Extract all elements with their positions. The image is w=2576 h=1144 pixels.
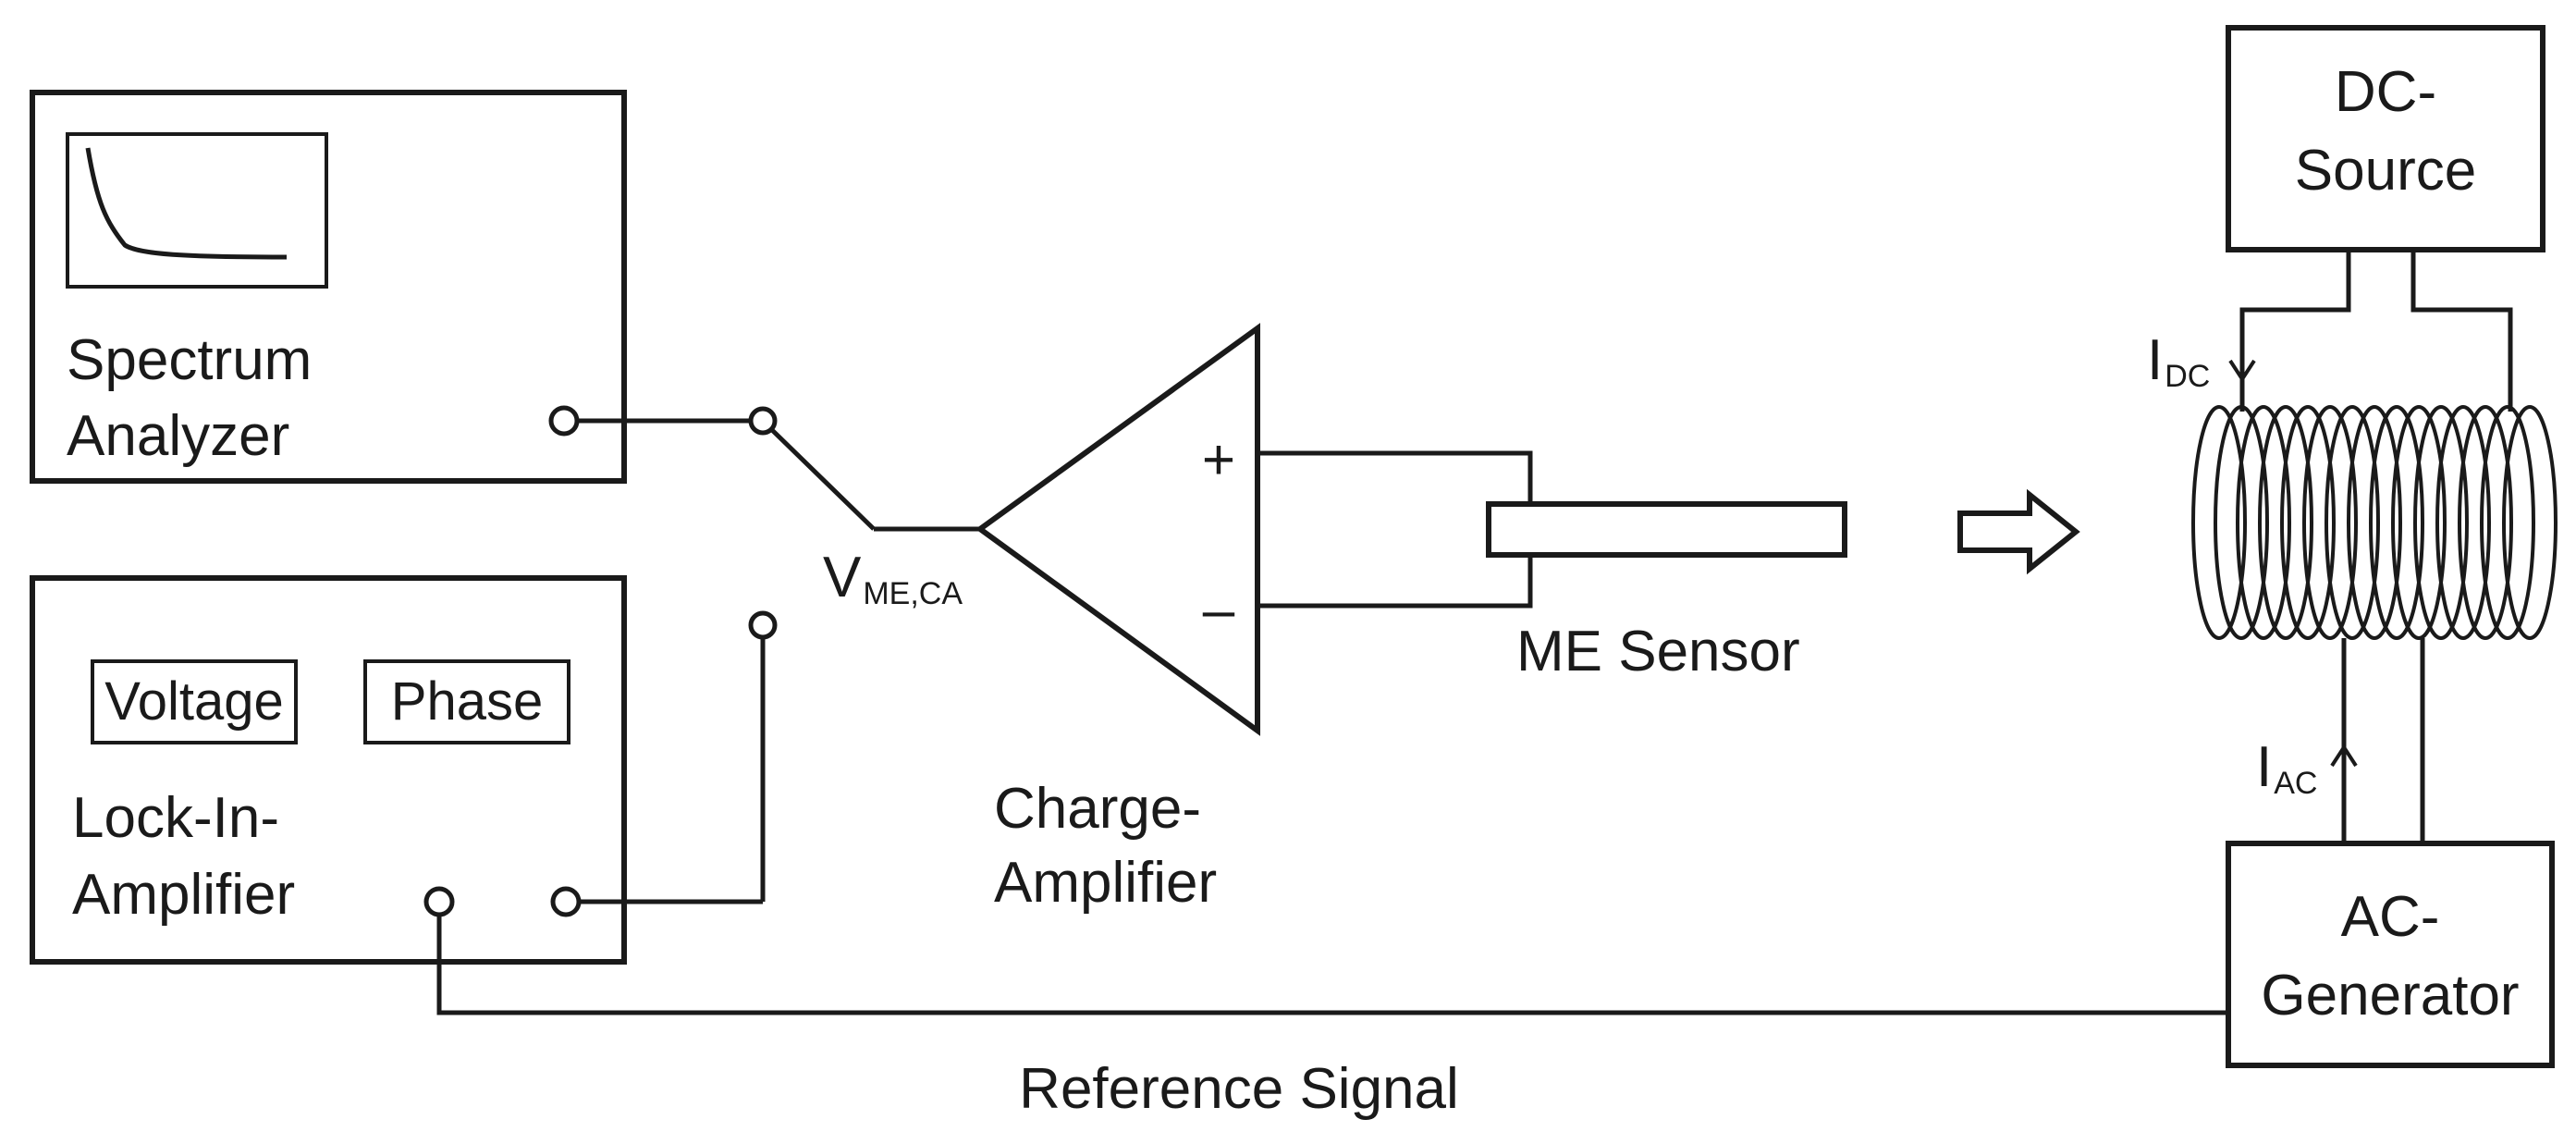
solenoid-coil — [2191, 405, 2558, 640]
field-direction-arrow-icon — [1957, 488, 2080, 575]
lock-in-reference-terminal — [423, 886, 455, 917]
wire-minus-to-sensor — [1257, 555, 1533, 609]
charge-amplifier-label-line1: Charge- — [994, 777, 1201, 841]
me-sensor-bar — [1486, 501, 1847, 558]
ac-generator: AC- Generator — [2226, 638, 2555, 1068]
me-sensor-label: ME Sensor — [1516, 620, 1800, 683]
amplifier-minus-input: – — [1203, 578, 1235, 642]
switch-contact-spectrum — [748, 406, 778, 436]
iac-arrow-icon — [2330, 744, 2358, 768]
ac-generator-label-line1: AC- — [2341, 885, 2440, 949]
dc-source-box — [2226, 25, 2545, 252]
lock-in-label-line2: Amplifier — [72, 863, 295, 927]
wire-dc-right — [2410, 250, 2513, 412]
dc-source-label-line2: Source — [2295, 139, 2476, 203]
spectrum-analyzer: Spectrum Analyzer — [30, 90, 627, 484]
phase-display — [363, 659, 570, 744]
lock-in-signal-terminal — [550, 886, 582, 917]
charge-amplifier: + – Charge- Amplifier — [975, 323, 1260, 915]
spectrum-analyzer-input-terminal — [548, 405, 580, 437]
charge-amplifier-label-line2: Amplifier — [994, 851, 1217, 915]
spectrum-analyzer-label-line2: Analyzer — [67, 404, 289, 468]
selector-switch — [577, 406, 982, 904]
spectrum-curve — [85, 147, 288, 260]
output-voltage-label: VME,CA — [823, 546, 963, 611]
voltage-display — [91, 659, 298, 744]
lock-in-label-line1: Lock-In- — [72, 786, 279, 850]
wire-dc-left — [2239, 250, 2351, 412]
switch-arm — [769, 427, 876, 531]
ac-generator-label-line2: Generator — [2261, 964, 2519, 1027]
ac-current-label: IAC — [2256, 735, 2317, 801]
reference-signal-wire — [436, 915, 2228, 1015]
spectrum-analyzer-label-line1: Spectrum — [67, 328, 312, 392]
dc-current-label: IDC — [2147, 328, 2210, 394]
voltage-display-label: Voltage — [104, 671, 284, 732]
idc-arrow-icon — [2228, 359, 2256, 383]
amplifier-plus-input: + — [1202, 428, 1235, 492]
switch-contact-lock-in — [748, 610, 778, 640]
reference-signal-label: Reference Signal — [1019, 1057, 1459, 1121]
wire-plus-to-sensor — [1257, 450, 1533, 504]
dc-source-label-line1: DC- — [2335, 60, 2436, 124]
charge-amplifier-triangle — [975, 323, 1260, 736]
spectrum-analyzer-screen — [66, 132, 328, 289]
dc-source: DC- Source — [2226, 25, 2545, 412]
phase-display-label: Phase — [391, 671, 543, 732]
lock-in-amplifier-box — [30, 575, 627, 965]
lock-in-amplifier: Voltage Phase Lock-In- Amplifier — [30, 575, 627, 965]
me-sensor: ME Sensor — [1257, 450, 1847, 683]
ac-generator-box — [2226, 841, 2555, 1068]
